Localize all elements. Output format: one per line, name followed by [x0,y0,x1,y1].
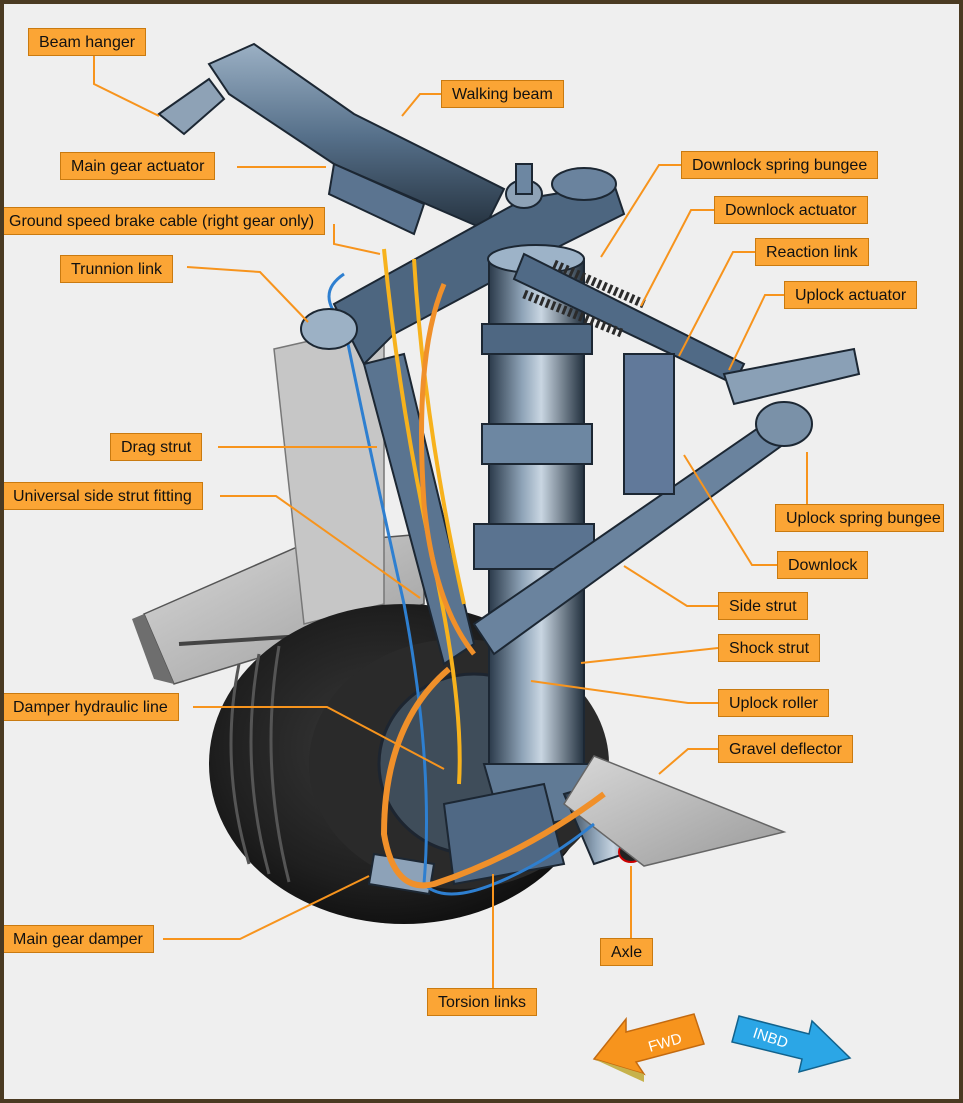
inbd-arrow: INBD [731,1015,852,1074]
drag-strut-shape [362,352,476,666]
label-downlock: Downlock [777,551,869,579]
downlock-spring [552,259,646,309]
landing-gear-illustration: FWD INBD [93,42,861,1082]
label-downlock-actuator: Downlock actuator [714,196,868,224]
label-trunnion-link: Trunnion link [60,255,174,283]
label-universal-side-strut-fitting: Universal side strut fitting [4,482,203,510]
label-gravel-deflector: Gravel deflector [718,735,853,763]
label-walking-beam: Walking beam [441,80,564,108]
torsion-links-shape [442,782,566,886]
label-reaction-link: Reaction link [755,238,869,266]
label-uplock-actuator: Uplock actuator [784,281,918,309]
walking-beam-shape [207,42,506,231]
shock-strut-column [473,244,595,780]
label-main-gear-damper: Main gear damper [4,925,154,953]
label-side-strut: Side strut [718,592,808,620]
label-axle: Axle [600,938,654,966]
label-uplock-spring-bungee: Uplock spring bungee [775,504,944,532]
label-drag-strut: Drag strut [110,433,203,461]
leader-lines [93,56,808,988]
diagram-canvas: FWD INBD Beam hanger Walking beam Main g… [4,4,959,1099]
gravel-deflector-shape [563,755,787,867]
label-downlock-spring-bungee: Downlock spring bungee [681,151,879,179]
label-damper-hydraulic-line: Damper hydraulic line [4,693,179,721]
label-beam-hanger: Beam hanger [28,28,147,56]
label-torsion-links: Torsion links [427,988,538,1016]
fwd-arrow: FWD [592,1013,705,1082]
orange-line [380,666,606,889]
label-main-gear-actuator: Main gear actuator [60,152,216,180]
label-ground-speed-brake-cable: Ground speed brake cable (right gear onl… [4,207,326,235]
label-shock-strut: Shock strut [718,634,821,662]
label-uplock-roller: Uplock roller [718,689,829,717]
